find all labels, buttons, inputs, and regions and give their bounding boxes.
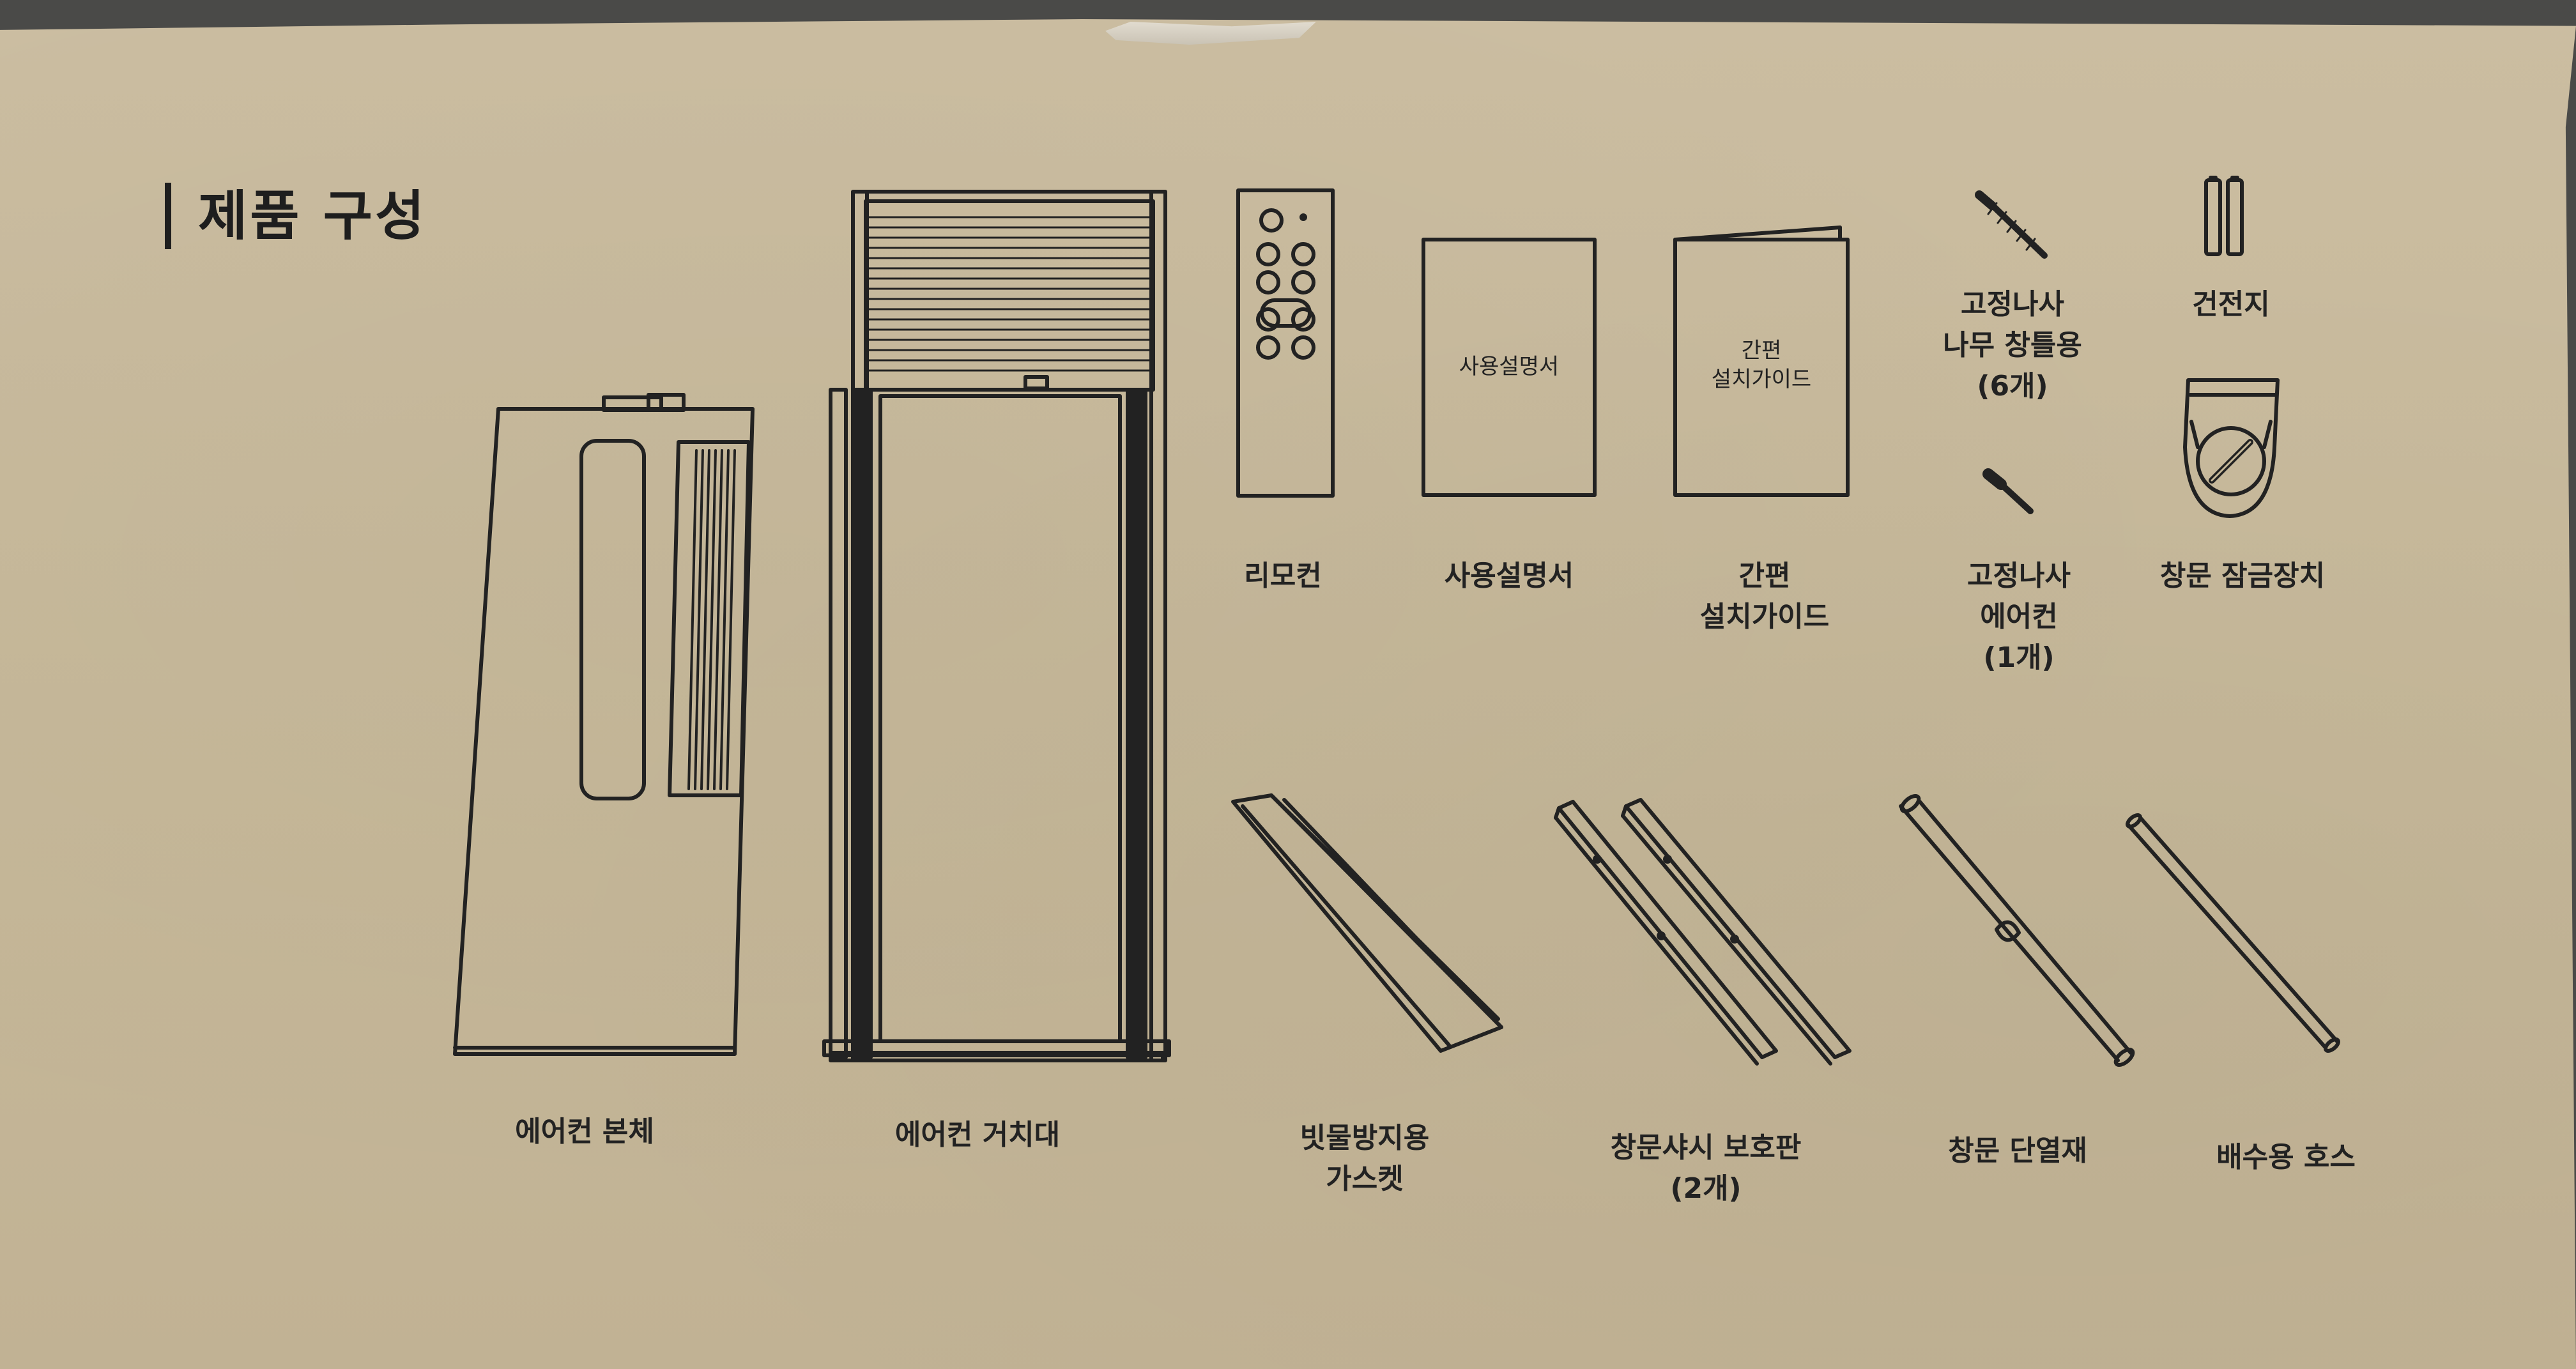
- insulation-drawing: [1899, 794, 2135, 1067]
- gasket-drawing: [1231, 793, 1503, 1053]
- remote-drawing: [1236, 188, 1335, 498]
- ac-unit-drawing: [453, 393, 755, 1056]
- label-sash-guard: 창문샤시 보호판(2개): [1610, 1131, 1802, 1205]
- page-title: 제품 구성: [165, 183, 427, 249]
- label-hose: 배수용 호스: [2216, 1141, 2356, 1174]
- guide-cover-line2: 설치가이드: [1712, 367, 1811, 392]
- sash-guard-drawing: [1554, 798, 1851, 1066]
- label-manual: 사용설명서: [1444, 560, 1574, 592]
- wood-screw-drawing: [1975, 190, 2048, 259]
- cardboard-box: [0, 19, 2576, 1369]
- guide-drawing: [1673, 226, 1850, 497]
- label-remote: 리모컨: [1244, 560, 1322, 592]
- label-insulation: 창문 단열재: [1948, 1135, 2087, 1167]
- manual-cover-text: 사용설명서: [1459, 354, 1559, 379]
- guide-cover-line1: 간편: [1742, 338, 1782, 363]
- label-unit: 에어컨 본체: [515, 1115, 654, 1148]
- label-battery: 건전지: [2192, 288, 2270, 321]
- label-lock: 창문 잠금장치: [2159, 560, 2326, 592]
- ac-screw-drawing: [1982, 468, 2034, 514]
- batteries-drawing: [2204, 176, 2244, 256]
- hose-drawing: [2126, 813, 2340, 1053]
- label-stand: 에어컨 거치대: [894, 1119, 1061, 1151]
- manual-drawing: [1422, 238, 1597, 497]
- ac-stand-drawing: [822, 190, 1171, 1062]
- window-lock-drawing: [2183, 378, 2280, 518]
